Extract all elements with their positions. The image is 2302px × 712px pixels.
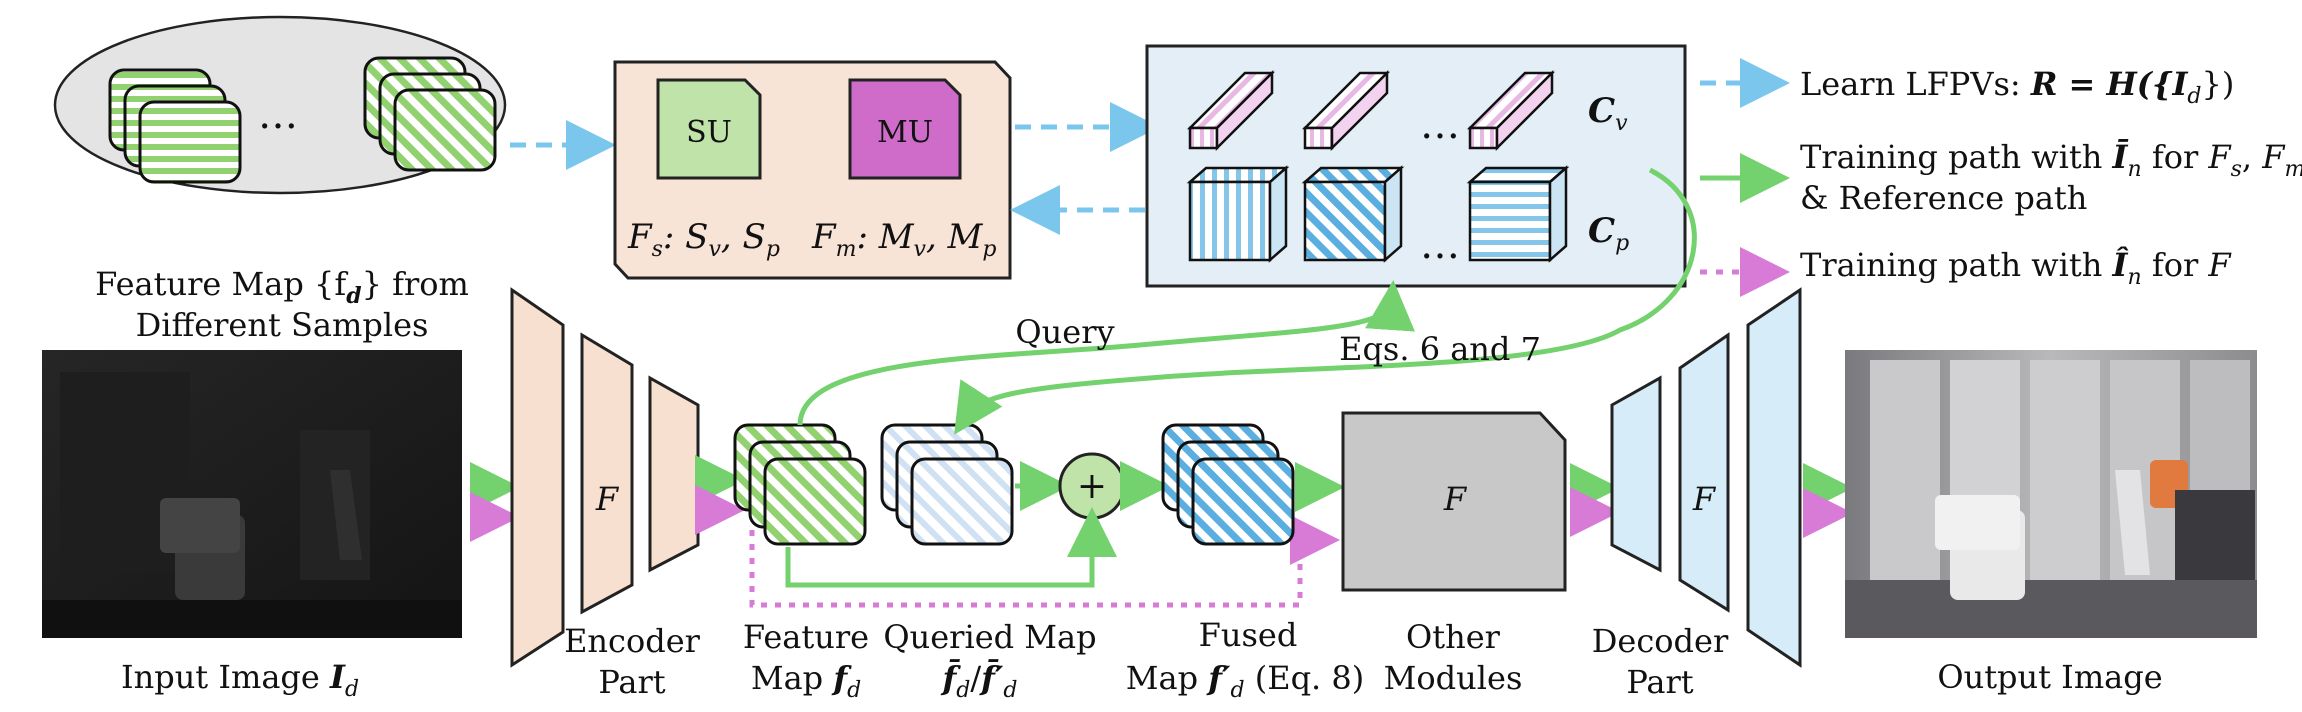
other-modules-F-label: F [1443,480,1468,518]
encoder-F-label: F [595,480,620,518]
other-modules-label-line1: Other [1406,618,1501,656]
residual-green-path [785,507,1117,588]
cv-vector-3 [1466,69,1556,152]
samples-caption-line2: Different Samples [136,306,429,344]
legend-item-training-ibar: Training path with Īn for Fs, Fm [1800,138,2302,182]
queried-map [880,423,1014,546]
cv-label: Cv [1588,91,1628,136]
plus-symbol: + [1077,466,1107,507]
queried-map-label-line2: f̄d/f̄′d [941,659,1018,703]
legend-item-reference-path: & Reference path [1800,179,2087,217]
mu-label: MU [877,115,933,150]
legend: Learn LFPVs: R = H({Id}) Training path w… [1700,58,2302,297]
cv-vector-1 [1186,69,1276,152]
fused-map-label-line1: Fused [1199,616,1298,654]
input-image-label: Input Image Id [121,658,359,702]
su-module: SU [656,78,762,180]
other-modules-label-line2: Modules [1384,659,1523,697]
modules-box: SU MU Fs: Sv, Sp Fm: Mv, Mp [613,60,1012,280]
query-curve [797,280,1415,426]
sample-stack-diagonal [363,56,497,172]
codebook-return-curve [954,167,1697,435]
output-image [1845,350,2257,638]
encoder-label-line2: Part [598,663,665,701]
other-modules-block: F [1341,411,1567,592]
cp-cube-3 [1466,165,1570,263]
cp-cube-1 [1186,165,1290,263]
fused-map [1161,423,1295,546]
encoder: F [510,287,700,668]
feature-map-fd [733,423,867,546]
queried-map-label-line1: Queried Map [883,618,1096,656]
output-image-label: Output Image [1937,658,2162,696]
decoder: F [1610,287,1802,668]
fm-definition: Fm: Mv, Mp [811,217,997,262]
sum-node: + [1058,452,1126,520]
query-label: Query [1015,313,1114,351]
su-label: SU [686,115,732,150]
cp-label: Cp [1588,211,1629,256]
input-image [42,350,462,638]
decoder-F-label: F [1692,480,1717,518]
encoder-label-line1: Encoder [564,622,701,660]
cp-cube-2 [1301,165,1405,263]
samples-ellipsis: … [258,92,298,138]
mu-module: MU [848,78,962,180]
eqs-label: Eqs. 6 and 7 [1339,330,1541,368]
feature-samples-ellipse: … [53,15,507,195]
sample-stack-horizontal [108,68,242,184]
decoder-label-line1: Decoder [1592,622,1729,660]
cv-ellipsis: … [1420,102,1460,148]
decoder-label-line2: Part [1626,663,1693,701]
fs-definition: Fs: Sv, Sp [627,217,780,262]
legend-item-learn: Learn LFPVs: R = H({Id}) [1800,65,2234,109]
cp-ellipsis: … [1420,222,1460,268]
feature-map-label-line1: Feature [743,618,869,656]
feature-map-label-line2: Map fd [751,659,861,703]
legend-item-training-ihat: Training path with În for F [1800,246,2232,290]
cv-vector-2 [1301,69,1391,152]
fused-map-label-line2: Map f′d (Eq. 8) [1126,659,1364,703]
samples-caption-line1: Feature Map {fd} from [95,265,469,309]
codebook-box: … Cv … Cp [1145,44,1687,288]
